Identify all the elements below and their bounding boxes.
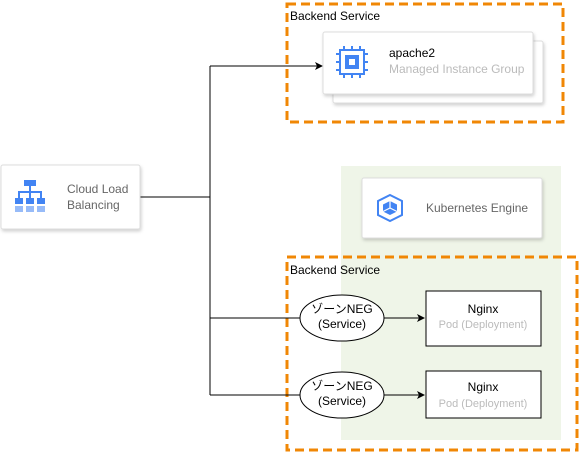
kubernetes-engine-icon bbox=[377, 193, 403, 223]
nginx-pod-2[interactable]: Nginx Pod (Deployment) bbox=[425, 370, 542, 419]
load-balancing-icon bbox=[15, 180, 45, 212]
lb-label-line1: Cloud Load bbox=[67, 182, 128, 196]
zonal-neg-1[interactable]: ゾーンNEG (Service) bbox=[299, 294, 385, 342]
zonal-neg-2[interactable]: ゾーンNEG (Service) bbox=[299, 371, 385, 419]
mig-subtitle: Managed Instance Group bbox=[389, 62, 525, 76]
backend-service-top-label: Backend Service bbox=[290, 9, 380, 23]
pod-1-subtitle: Pod (Deployment) bbox=[439, 319, 528, 331]
neg-1-line1: ゾーンNEG bbox=[311, 302, 372, 316]
pod-1-name: Nginx bbox=[468, 302, 499, 316]
connectors bbox=[140, 62, 425, 399]
neg-1-line2: (Service) bbox=[318, 317, 366, 331]
gke-label: Kubernetes Engine bbox=[426, 201, 528, 215]
cloud-load-balancing-card[interactable]: Cloud Load Balancing bbox=[0, 164, 141, 230]
compute-engine-icon bbox=[336, 46, 368, 78]
pod-2-name: Nginx bbox=[468, 380, 499, 394]
nginx-pod-1[interactable]: Nginx Pod (Deployment) bbox=[425, 290, 542, 347]
backend-service-bottom-label: Backend Service bbox=[290, 263, 380, 277]
neg-2-line1: ゾーンNEG bbox=[311, 379, 372, 393]
mig-stack-front bbox=[322, 31, 534, 95]
managed-instance-group-card[interactable]: apache2 Managed Instance Group bbox=[322, 31, 544, 104]
backend-service-bottom: Backend Service bbox=[285, 255, 579, 452]
mig-name: apache2 bbox=[389, 46, 435, 60]
pod-2-subtitle: Pod (Deployment) bbox=[439, 398, 528, 410]
lb-label-line2: Balancing bbox=[67, 198, 120, 212]
backend-service-top: Backend Service bbox=[285, 2, 565, 124]
neg-2-line2: (Service) bbox=[318, 394, 366, 408]
kubernetes-engine-card[interactable]: Kubernetes Engine bbox=[361, 177, 543, 239]
